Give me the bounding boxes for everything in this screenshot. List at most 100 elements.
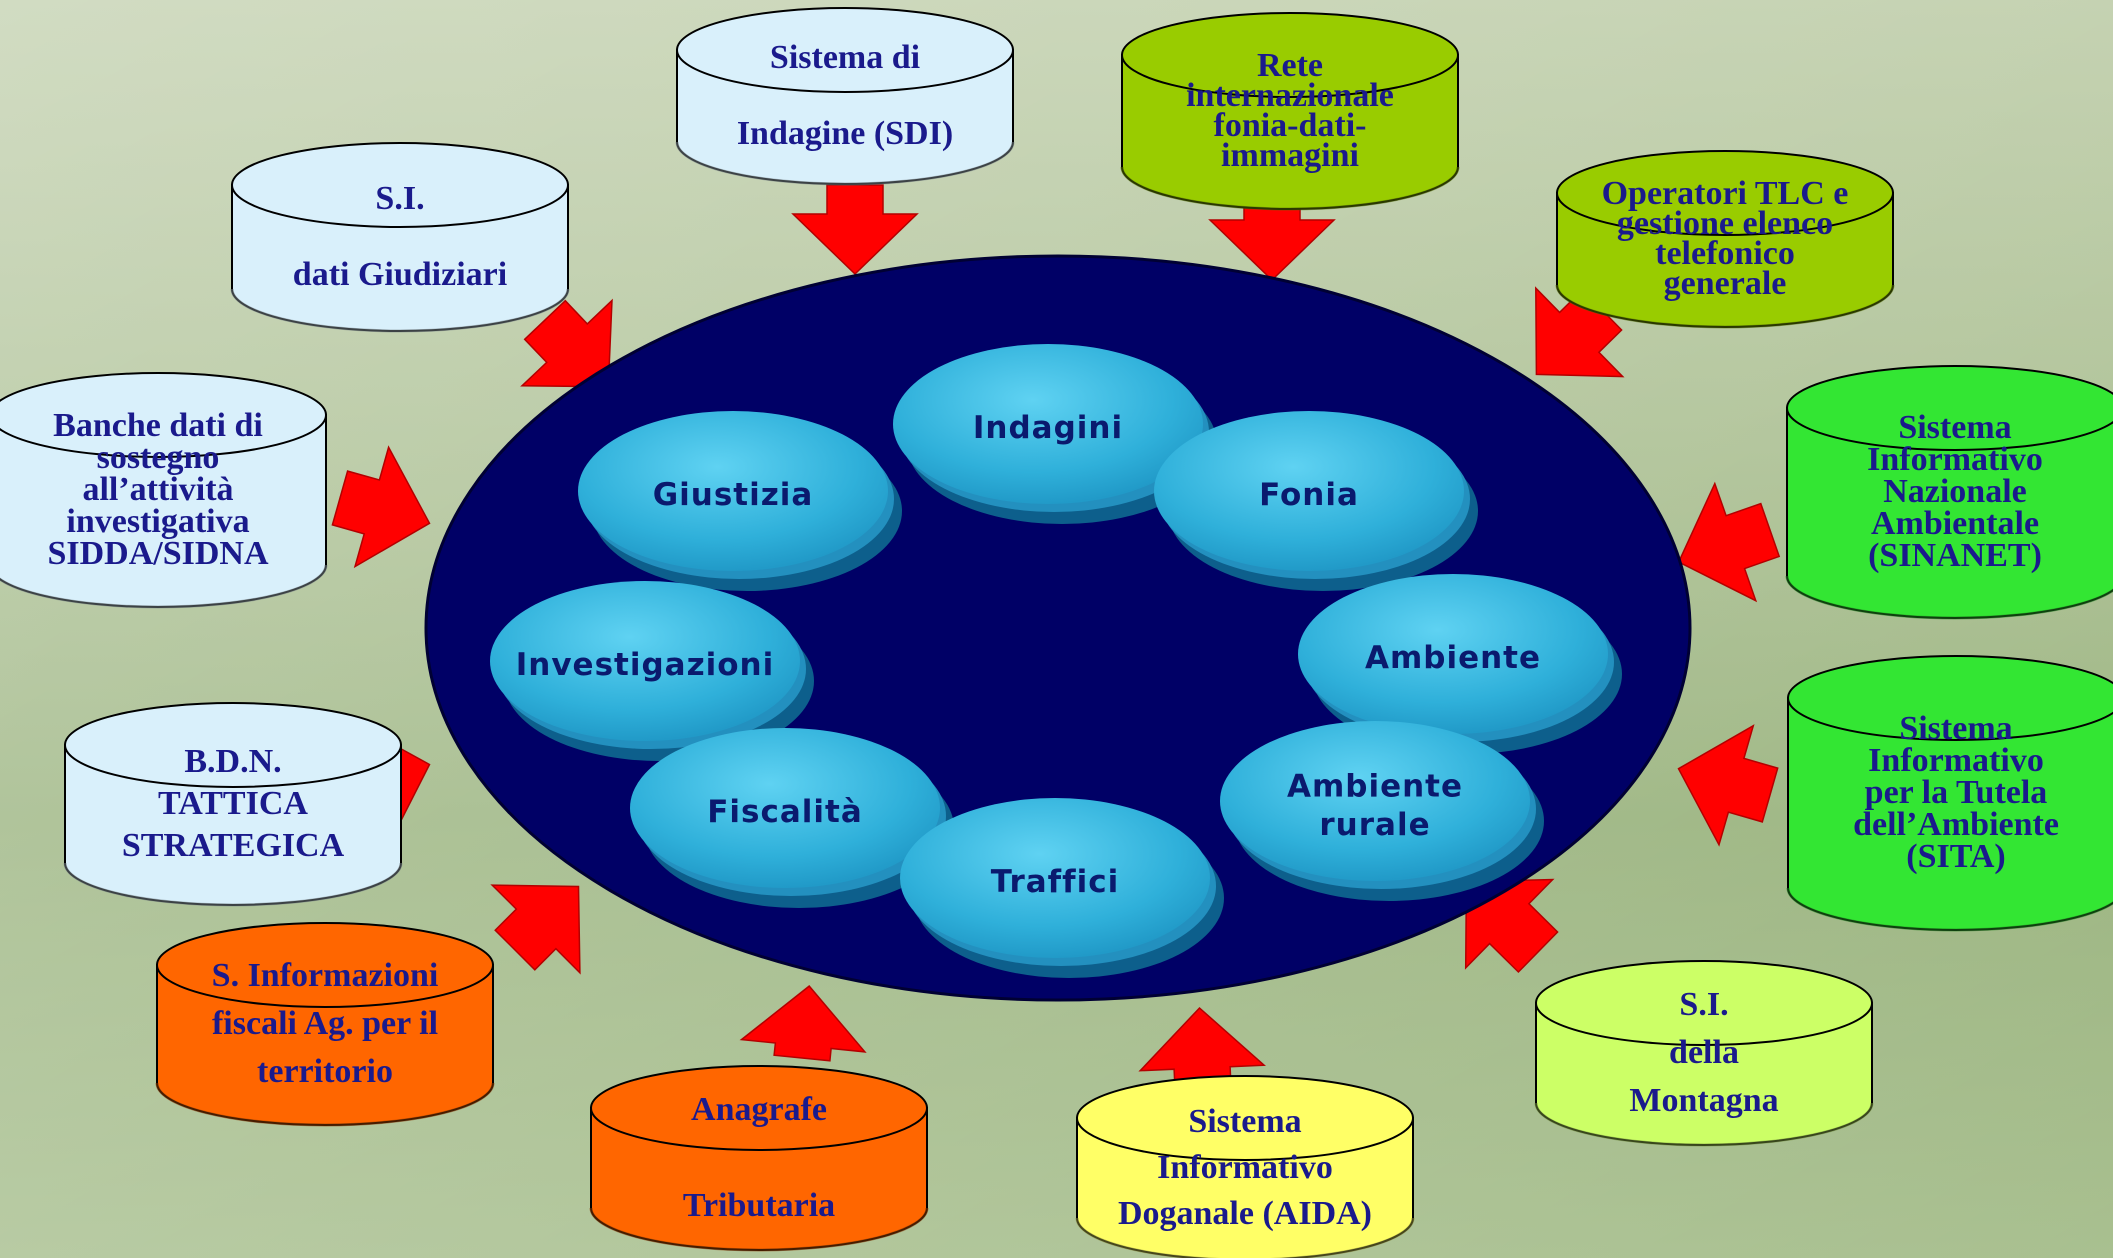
database-label: S.I. <box>375 180 424 217</box>
sector-disk <box>490 581 800 741</box>
database-base-shade <box>1120 166 1460 211</box>
database-label: fonia-dati- <box>1214 107 1367 144</box>
database-top <box>1556 150 1894 236</box>
sector-label: Indagini <box>973 410 1123 446</box>
database-label: B.D.N. <box>184 743 281 780</box>
flow-arrow <box>520 298 613 388</box>
sector-traffici: Traffici <box>900 798 1224 978</box>
database-base-shade <box>1786 887 2113 932</box>
database-sdi: Sistema di Indagine (SDI) <box>675 7 1015 186</box>
database-informazioni-fiscali: S. Informazioni fiscali Ag. per il territo… <box>155 922 495 1127</box>
sector-indagini: Indagini <box>893 344 1217 524</box>
sector-fonia: Fonia <box>1154 411 1478 591</box>
database-label: Anagrafe <box>691 1091 827 1128</box>
database-label: Sistema <box>1188 1103 1301 1140</box>
database-label: Nazionale <box>1883 473 2027 510</box>
database-top <box>590 1065 928 1151</box>
database-label: (SITA) <box>1906 838 2006 875</box>
database-label: Rete <box>1257 47 1323 84</box>
database-top <box>1786 365 2113 451</box>
database-label: Montagna <box>1629 1082 1778 1119</box>
database-label: Sistema di <box>770 39 920 76</box>
database-base-shade <box>1555 284 1895 329</box>
sector-label: Ambiente <box>1287 768 1463 804</box>
sector-label: Traffici <box>991 864 1120 900</box>
database-top <box>64 702 402 788</box>
database-top <box>1535 960 1873 1046</box>
database-base-shade <box>589 1207 929 1252</box>
sector-disk <box>893 344 1203 504</box>
database-top <box>231 142 569 228</box>
database-base-shade <box>1075 1217 1415 1258</box>
database-base-shade <box>675 141 1015 186</box>
database-label: TATTICA <box>158 785 308 822</box>
database-label: Informativo <box>1867 441 2043 478</box>
database-label: SIDDA/SIDNA <box>47 535 268 572</box>
database-label: fiscali Ag. per il <box>212 1005 438 1042</box>
database-label: per la Tutela <box>1865 774 2048 811</box>
sector-fiscalita: Fiscalità <box>630 728 954 908</box>
database-sidda-sidna: Banche dati disostegnoall’attivitàinvest… <box>0 372 328 609</box>
sector-giustizia: Giustizia <box>578 411 902 591</box>
database-dati-giudiziari: S.I.dati Giudiziari <box>230 142 570 333</box>
database-label: Indagine (SDI) <box>737 115 953 152</box>
sector-investigazioni: Investigazioni <box>490 581 814 761</box>
sector-label: Giustizia <box>653 477 814 513</box>
database-label: territorio <box>257 1053 393 1090</box>
database-label: sostegno <box>97 439 220 476</box>
database-base-shade <box>0 564 328 609</box>
database-label: Sistema <box>1898 409 2011 446</box>
flow-arrow <box>331 445 431 569</box>
database-label: Informativo <box>1868 742 2044 779</box>
sector-disk <box>1154 411 1464 571</box>
database-label: gestione elenco <box>1617 205 1833 242</box>
flow-arrow <box>1464 878 1559 974</box>
database-label: investigativa <box>66 503 249 540</box>
sector-label: rurale <box>1319 807 1430 843</box>
sector-label: Ambiente <box>1365 640 1541 676</box>
database-label: STRATEGICA <box>122 827 345 864</box>
database-label: internazionale <box>1186 77 1394 114</box>
database-base-shade <box>230 288 570 333</box>
database-label: Ambientale <box>1871 505 2039 542</box>
database-label: all’attività <box>82 471 233 508</box>
database-top <box>0 372 327 458</box>
database-label: generale <box>1664 265 1787 302</box>
database-top <box>676 7 1014 93</box>
database-base-shade <box>1785 575 2113 620</box>
database-base-shade <box>1534 1102 1874 1147</box>
sector-disk <box>1298 574 1608 734</box>
sector-disk <box>1220 721 1530 881</box>
database-top <box>156 922 494 1008</box>
database-base-shade <box>155 1082 495 1127</box>
database-bdn: B.D.N. TATTICA STRATEGICA <box>63 702 403 907</box>
database-label: (SINANET) <box>1868 537 2042 574</box>
flow-arrow <box>791 184 919 276</box>
database-sinanet: SistemaInformativoNazionaleAmbientale(SI… <box>1785 365 2113 620</box>
flow-arrow <box>1677 481 1781 603</box>
database-top <box>1787 655 2113 741</box>
database-label: Informativo <box>1157 1149 1333 1186</box>
sector-label: Fiscalità <box>707 794 863 830</box>
database-label: Doganale (AIDA) <box>1118 1195 1372 1232</box>
databases-layer: Sistema di Indagine (SDI) Reteinternaziona… <box>0 7 2113 1258</box>
database-label: S. Informazioni <box>212 957 439 994</box>
arrows-layer <box>330 184 1781 1090</box>
database-label: immagini <box>1221 137 1359 174</box>
database-label: Tributaria <box>683 1187 835 1224</box>
flow-arrow <box>739 985 867 1062</box>
sector-disk <box>630 728 940 888</box>
sector-disk <box>578 411 888 571</box>
database-label: telefonico <box>1655 235 1795 272</box>
flow-arrow <box>490 884 581 975</box>
database-label: Banche dati di <box>53 407 263 444</box>
database-top <box>1076 1075 1414 1161</box>
database-label: dell’Ambiente <box>1853 806 2059 843</box>
